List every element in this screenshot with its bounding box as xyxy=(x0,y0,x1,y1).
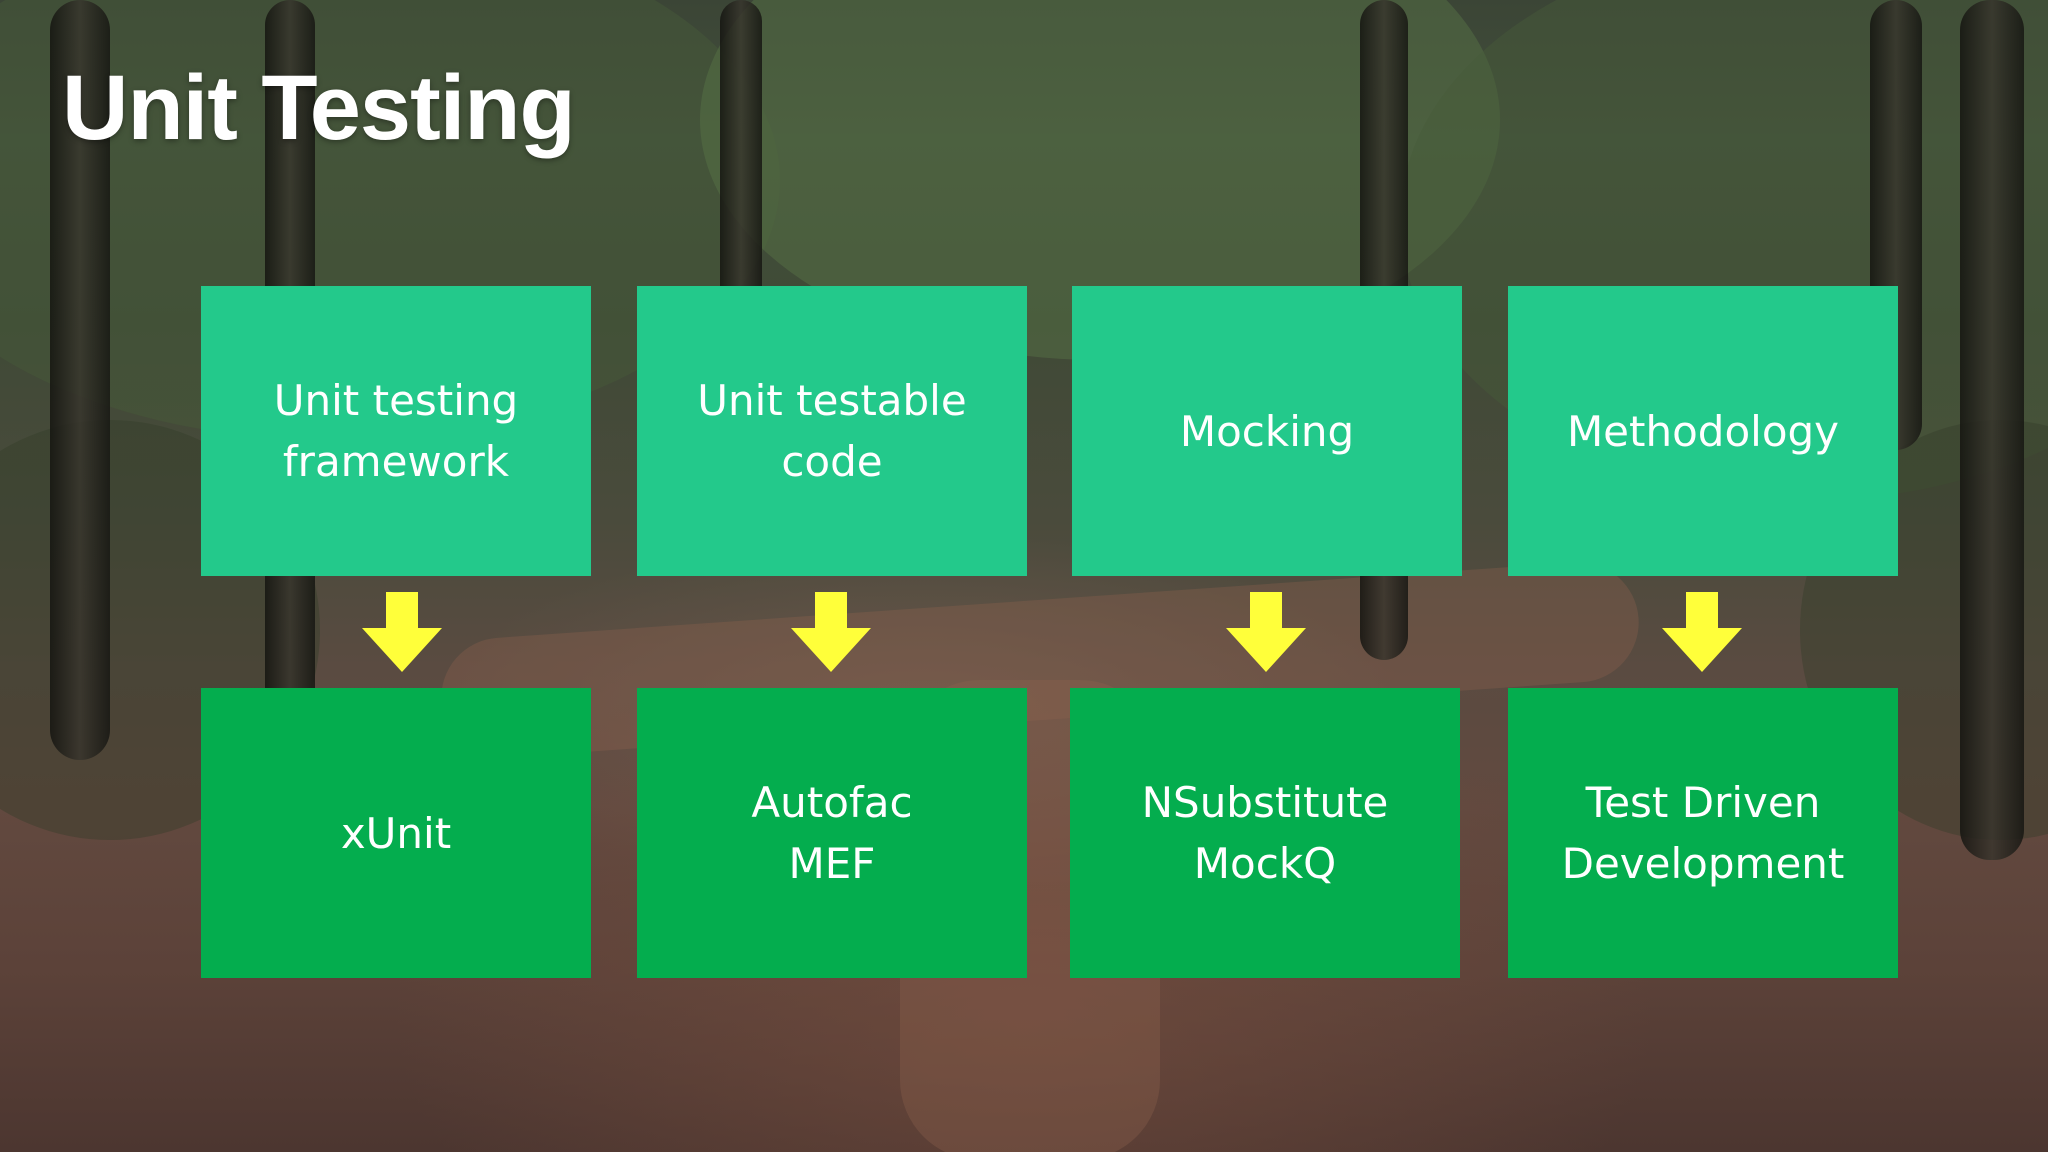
concept-box-methodology: Methodology xyxy=(1508,286,1898,576)
tree-trunk xyxy=(720,0,762,330)
concept-box-unit-testing-framework: Unit testing framework xyxy=(201,286,591,576)
tool-box-xunit: xUnit xyxy=(201,688,591,978)
tool-box-test-driven-development: Test Driven Development xyxy=(1508,688,1898,978)
arrow-down-icon xyxy=(1662,592,1742,672)
concept-box-mocking: Mocking xyxy=(1072,286,1462,576)
tree-trunk xyxy=(50,0,110,760)
arrow-down-icon xyxy=(791,592,871,672)
tree-trunk xyxy=(1960,0,2024,860)
tool-box-autofac-mef: Autofac MEF xyxy=(637,688,1027,978)
slide-title: Unit Testing xyxy=(62,57,576,159)
arrow-down-icon xyxy=(1226,592,1306,672)
tool-box-nsubstitute-mockq: NSubstitute MockQ xyxy=(1070,688,1460,978)
arrow-down-icon xyxy=(362,592,442,672)
concept-box-unit-testable-code: Unit testable code xyxy=(637,286,1027,576)
